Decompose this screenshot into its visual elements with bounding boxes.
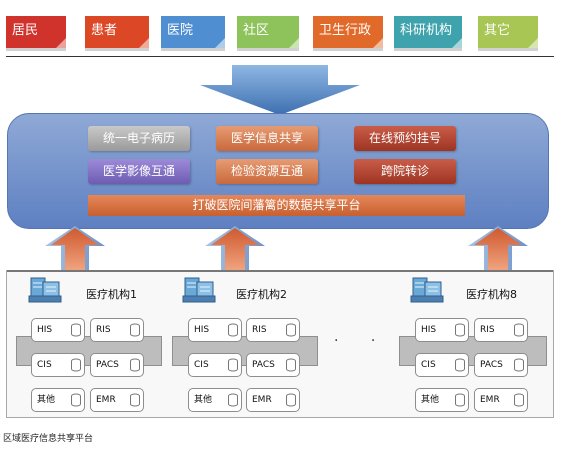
institution-name: 医疗机构1	[86, 288, 137, 301]
system-other: 其他	[31, 388, 85, 412]
system-pacs: PACS	[90, 353, 144, 377]
service-medical-info-sharing: 医学信息共享	[216, 126, 318, 151]
up-arrow-icon	[45, 226, 105, 270]
system-cis: CIS	[31, 353, 85, 377]
institution-name: 医疗机构8	[466, 288, 517, 301]
up-arrow-icon	[468, 226, 528, 270]
user-tag-label: 居民	[12, 23, 39, 38]
system-emr: EMR	[90, 388, 144, 412]
more-institutions-ellipsis: · · ·	[334, 333, 427, 349]
system-ris: RIS	[246, 318, 300, 342]
top-divider	[6, 56, 554, 57]
server-icon	[28, 277, 62, 303]
user-tag-research: 科研机构	[394, 16, 462, 51]
user-tag-patient: 患者	[85, 16, 149, 51]
user-tag-label: 科研机构	[400, 23, 453, 38]
server-icon	[410, 277, 444, 303]
system-pacs: PACS	[474, 353, 528, 377]
platform-banner: 打破医院间藩篱的数据共享平台	[88, 195, 465, 216]
system-cis: CIS	[188, 353, 242, 377]
user-tag-hospital: 医院	[161, 16, 225, 51]
user-tag-label: 患者	[91, 23, 118, 38]
user-tag-community: 社区	[237, 16, 299, 51]
server-icon	[182, 277, 216, 303]
system-emr: EMR	[246, 388, 300, 412]
user-tag-label: 卫生行政	[319, 23, 372, 38]
service-imaging-interop: 医学影像互通	[88, 159, 190, 184]
service-lab-interop: 检验资源互通	[216, 159, 318, 184]
institution-name: 医疗机构2	[236, 288, 287, 301]
system-other: 其他	[415, 388, 469, 412]
user-tag-label: 医院	[167, 23, 194, 38]
system-emr: EMR	[474, 388, 528, 412]
down-arrow-icon	[200, 65, 360, 115]
system-ris: RIS	[474, 318, 528, 342]
system-his: HIS	[415, 318, 469, 342]
system-cis: CIS	[415, 353, 469, 377]
figure-caption: 区域医疗信息共享平台	[3, 434, 94, 444]
user-tag-other: 其它	[478, 16, 538, 51]
service-unified-emr: 统一电子病历	[88, 126, 190, 151]
user-tag-resident: 居民	[6, 16, 66, 51]
up-arrow-icon	[205, 226, 265, 270]
system-other: 其他	[188, 388, 242, 412]
system-his: HIS	[188, 318, 242, 342]
system-ris: RIS	[90, 318, 144, 342]
system-his: HIS	[31, 318, 85, 342]
user-tag-label: 社区	[243, 23, 270, 38]
system-pacs: PACS	[246, 353, 300, 377]
data-sharing-platform: 统一电子病历 医学信息共享 在线预约挂号 医学影像互通 检验资源互通 跨院转诊 …	[7, 113, 549, 229]
user-tag-health-admin: 卫生行政	[313, 16, 383, 51]
user-tag-label: 其它	[484, 23, 511, 38]
service-referral: 跨院转诊	[354, 159, 456, 184]
service-online-booking: 在线预约挂号	[354, 126, 456, 151]
